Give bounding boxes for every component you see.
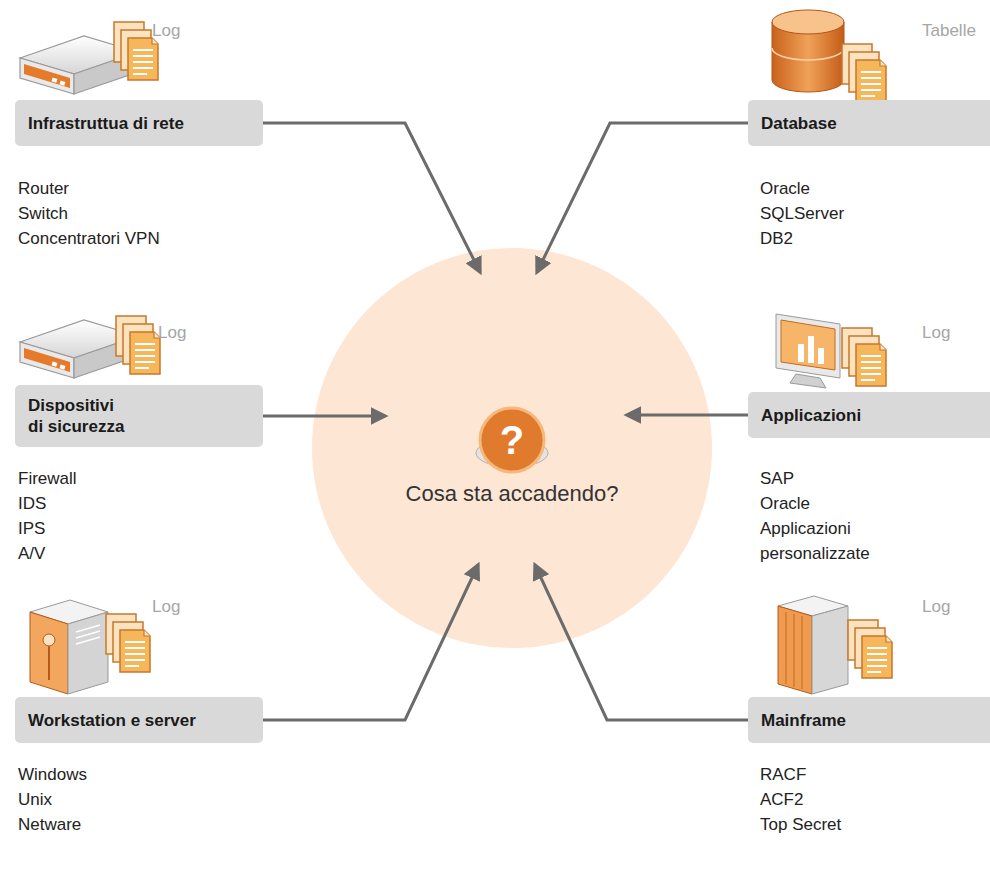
band-title: Mainframe [761, 710, 846, 731]
log-label: Log [152, 594, 180, 619]
list-item: SAP [760, 466, 794, 491]
category-band: Infrastruttua di rete [15, 100, 263, 146]
list-item: DB2 [760, 226, 793, 251]
table-label: Tabelle [922, 18, 976, 43]
list-item: Unix [18, 787, 52, 812]
arrow-connector [263, 123, 480, 272]
list-item: SQLServer [760, 201, 844, 226]
question-icon [476, 408, 548, 472]
list-item: Windows [18, 762, 87, 787]
list-item: Router [18, 176, 69, 201]
category-band: Database [748, 100, 990, 146]
server-icon [30, 600, 150, 694]
log-label: Log [922, 320, 950, 345]
band-title: Applicazioni [761, 405, 861, 426]
list-item: ACF2 [760, 787, 803, 812]
list-item: Oracle [760, 176, 810, 201]
mainframe-icon [778, 596, 892, 694]
log-label: Log [152, 18, 180, 43]
question-mark: ? [500, 420, 524, 460]
category-band: Applicazioni [748, 392, 990, 438]
list-item: Concentratori VPN [18, 226, 160, 251]
application-icon [776, 314, 886, 388]
network-device-icon [20, 22, 158, 94]
list-item: RACF [760, 762, 806, 787]
arrow-connector [263, 415, 385, 418]
category-band: Workstation e server [15, 697, 263, 743]
band-title: Infrastruttua di rete [28, 113, 184, 134]
arrow-connector [537, 123, 748, 272]
category-band: Dispositivi di sicurezza [15, 385, 263, 447]
log-label: Log [922, 594, 950, 619]
list-item: Switch [18, 201, 68, 226]
list-item: Netware [18, 812, 81, 837]
arrow-connector [627, 414, 748, 417]
list-item: Top Secret [760, 812, 841, 837]
security-device-icon [20, 316, 160, 378]
list-item: IDS [18, 491, 46, 516]
band-title: Workstation e server [28, 710, 196, 731]
list-item: Firewall [18, 466, 77, 491]
list-item: Applicazioni personalizzate [760, 516, 885, 566]
central-question: Cosa sta accadendo? [406, 481, 619, 507]
list-item: Oracle [760, 491, 810, 516]
database-icon [772, 10, 886, 102]
list-item: A/V [18, 541, 45, 566]
circle-fill [312, 248, 712, 648]
band-title: Dispositivi di sicurezza [28, 395, 129, 437]
log-label: Log [158, 320, 186, 345]
category-band: Mainframe [748, 697, 990, 743]
band-title: Database [761, 113, 837, 134]
list-item: IPS [18, 516, 45, 541]
